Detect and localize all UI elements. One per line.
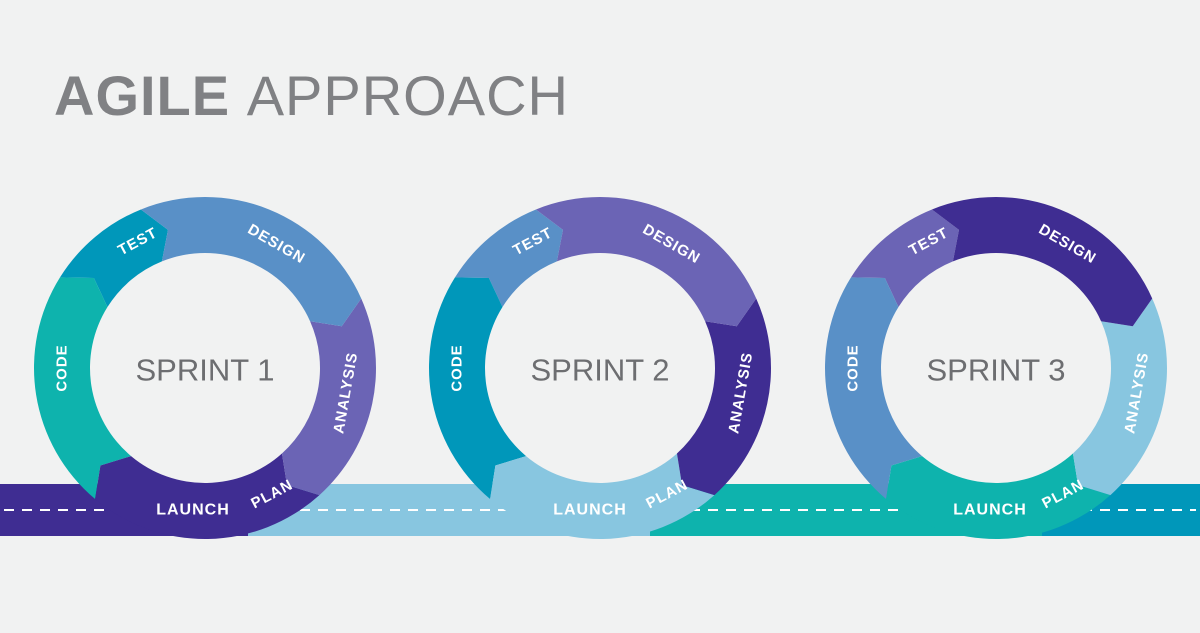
- sprint-2-analysis-segment: [676, 298, 771, 496]
- sprint-3-title: SPRINT 3: [927, 353, 1066, 388]
- sprint-2-code-label: CODE: [449, 344, 466, 391]
- sprint-3-launch-label: LAUNCH: [953, 502, 1027, 519]
- sprint-1-test-segment: [59, 209, 168, 308]
- page-title: AGILE APPROACH: [54, 68, 569, 124]
- sprint-3-code-segment: [825, 277, 923, 499]
- sprint-1-code-segment: [33, 277, 132, 499]
- sprint-2-plan-segment: [490, 453, 715, 539]
- sprint-2-test-segment: [454, 209, 563, 308]
- sprint-2-launch-label: LAUNCH: [553, 502, 627, 519]
- sprint-3-analysis-segment: [1072, 298, 1168, 496]
- sprint-2-code-segment: [428, 277, 527, 499]
- sprint-3-plan-segment: [886, 453, 1111, 539]
- sprint-1-launch-label: LAUNCH: [156, 502, 230, 519]
- sprint-1-analysis-segment: [281, 298, 377, 496]
- sprint-1-plan-segment: [95, 453, 320, 539]
- title-light: APPROACH: [246, 64, 569, 127]
- sprint-1-design-segment: [140, 196, 362, 327]
- sprint-3-design-segment: [931, 196, 1153, 327]
- sprint-2-title: SPRINT 2: [531, 353, 670, 388]
- sprint-1-title: SPRINT 1: [136, 353, 275, 388]
- sprint-3-test-segment: [850, 209, 959, 308]
- sprint-2-design-segment: [535, 196, 757, 327]
- launch-labels: LAUNCH LAUNCH LAUNCH: [156, 502, 1027, 519]
- sprint-3-code-label: CODE: [845, 344, 862, 391]
- title-bold: AGILE: [54, 64, 231, 127]
- sprint-1-code-label: CODE: [54, 344, 71, 391]
